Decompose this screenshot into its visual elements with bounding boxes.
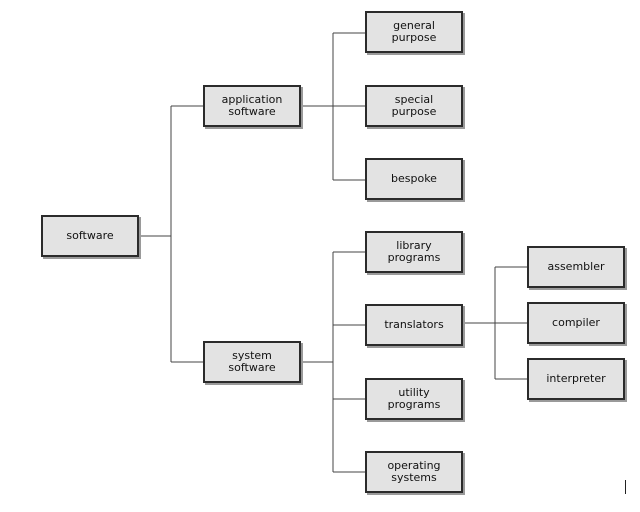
node-assembler: assembler [527, 246, 625, 288]
node-label: special purpose [391, 93, 437, 118]
node-label: translators [384, 318, 444, 331]
text-cursor-mark [625, 480, 626, 494]
node-label: software [66, 229, 114, 242]
node-general-purpose: general purpose [365, 11, 463, 53]
node-interpreter: interpreter [527, 358, 625, 400]
node-label: operating systems [387, 459, 441, 484]
node-operating-systems: operating systems [365, 451, 463, 493]
node-label: application software [221, 93, 283, 118]
node-translators: translators [365, 304, 463, 346]
node-label: compiler [552, 316, 600, 329]
node-special-purpose: special purpose [365, 85, 463, 127]
node-bespoke: bespoke [365, 158, 463, 200]
node-label: system software [228, 349, 276, 374]
node-label: assembler [547, 260, 605, 273]
node-label: library programs [387, 239, 441, 264]
node-label: bespoke [391, 172, 437, 185]
node-system-software: system software [203, 341, 301, 383]
node-application-software: application software [203, 85, 301, 127]
node-label: utility programs [387, 386, 441, 411]
node-utility-programs: utility programs [365, 378, 463, 420]
node-label: general purpose [391, 19, 437, 44]
node-library-programs: library programs [365, 231, 463, 273]
node-label: interpreter [546, 372, 606, 385]
node-software: software [41, 215, 139, 257]
node-compiler: compiler [527, 302, 625, 344]
